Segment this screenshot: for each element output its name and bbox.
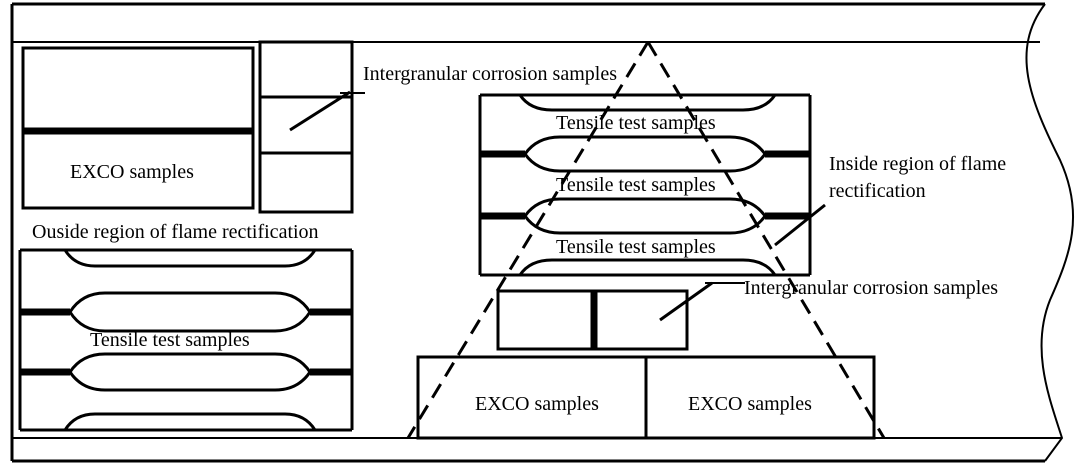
tensile-label-left: Tensile test samples — [90, 329, 250, 351]
intergranular-label-right: Intergranular corrosion samples — [744, 277, 998, 299]
exco-samples-bottom — [416, 355, 876, 440]
tensile-samples-center — [478, 93, 812, 277]
outside-region-label: Ouside region of flame rectification — [32, 221, 319, 243]
exco-label-bottom-left: EXCO samples — [475, 393, 599, 415]
intergranular-label-top: Intergranular corrosion samples — [363, 63, 617, 85]
exco-label-bottom-right: EXCO samples — [688, 393, 812, 415]
flame-rectification-triangle — [406, 41, 886, 439]
break-line — [1025, 3, 1075, 462]
intergranular-samples-left — [258, 40, 354, 214]
exco-samples-left — [21, 46, 255, 210]
exco-label-left: EXCO samples — [70, 161, 194, 183]
inside-region-label-line2: rectification — [829, 180, 926, 202]
tensile-samples-left — [18, 248, 354, 432]
tensile-label-3: Tensile test samples — [556, 236, 716, 258]
leader-intergranular-top — [289, 90, 351, 132]
tensile-label-2: Tensile test samples — [556, 174, 716, 196]
intergranular-samples-center — [496, 289, 689, 351]
inside-region-label-line1: Inside region of flame — [829, 153, 1006, 175]
leader-intergranular-right — [659, 281, 713, 322]
leader-inside-region — [774, 203, 826, 247]
